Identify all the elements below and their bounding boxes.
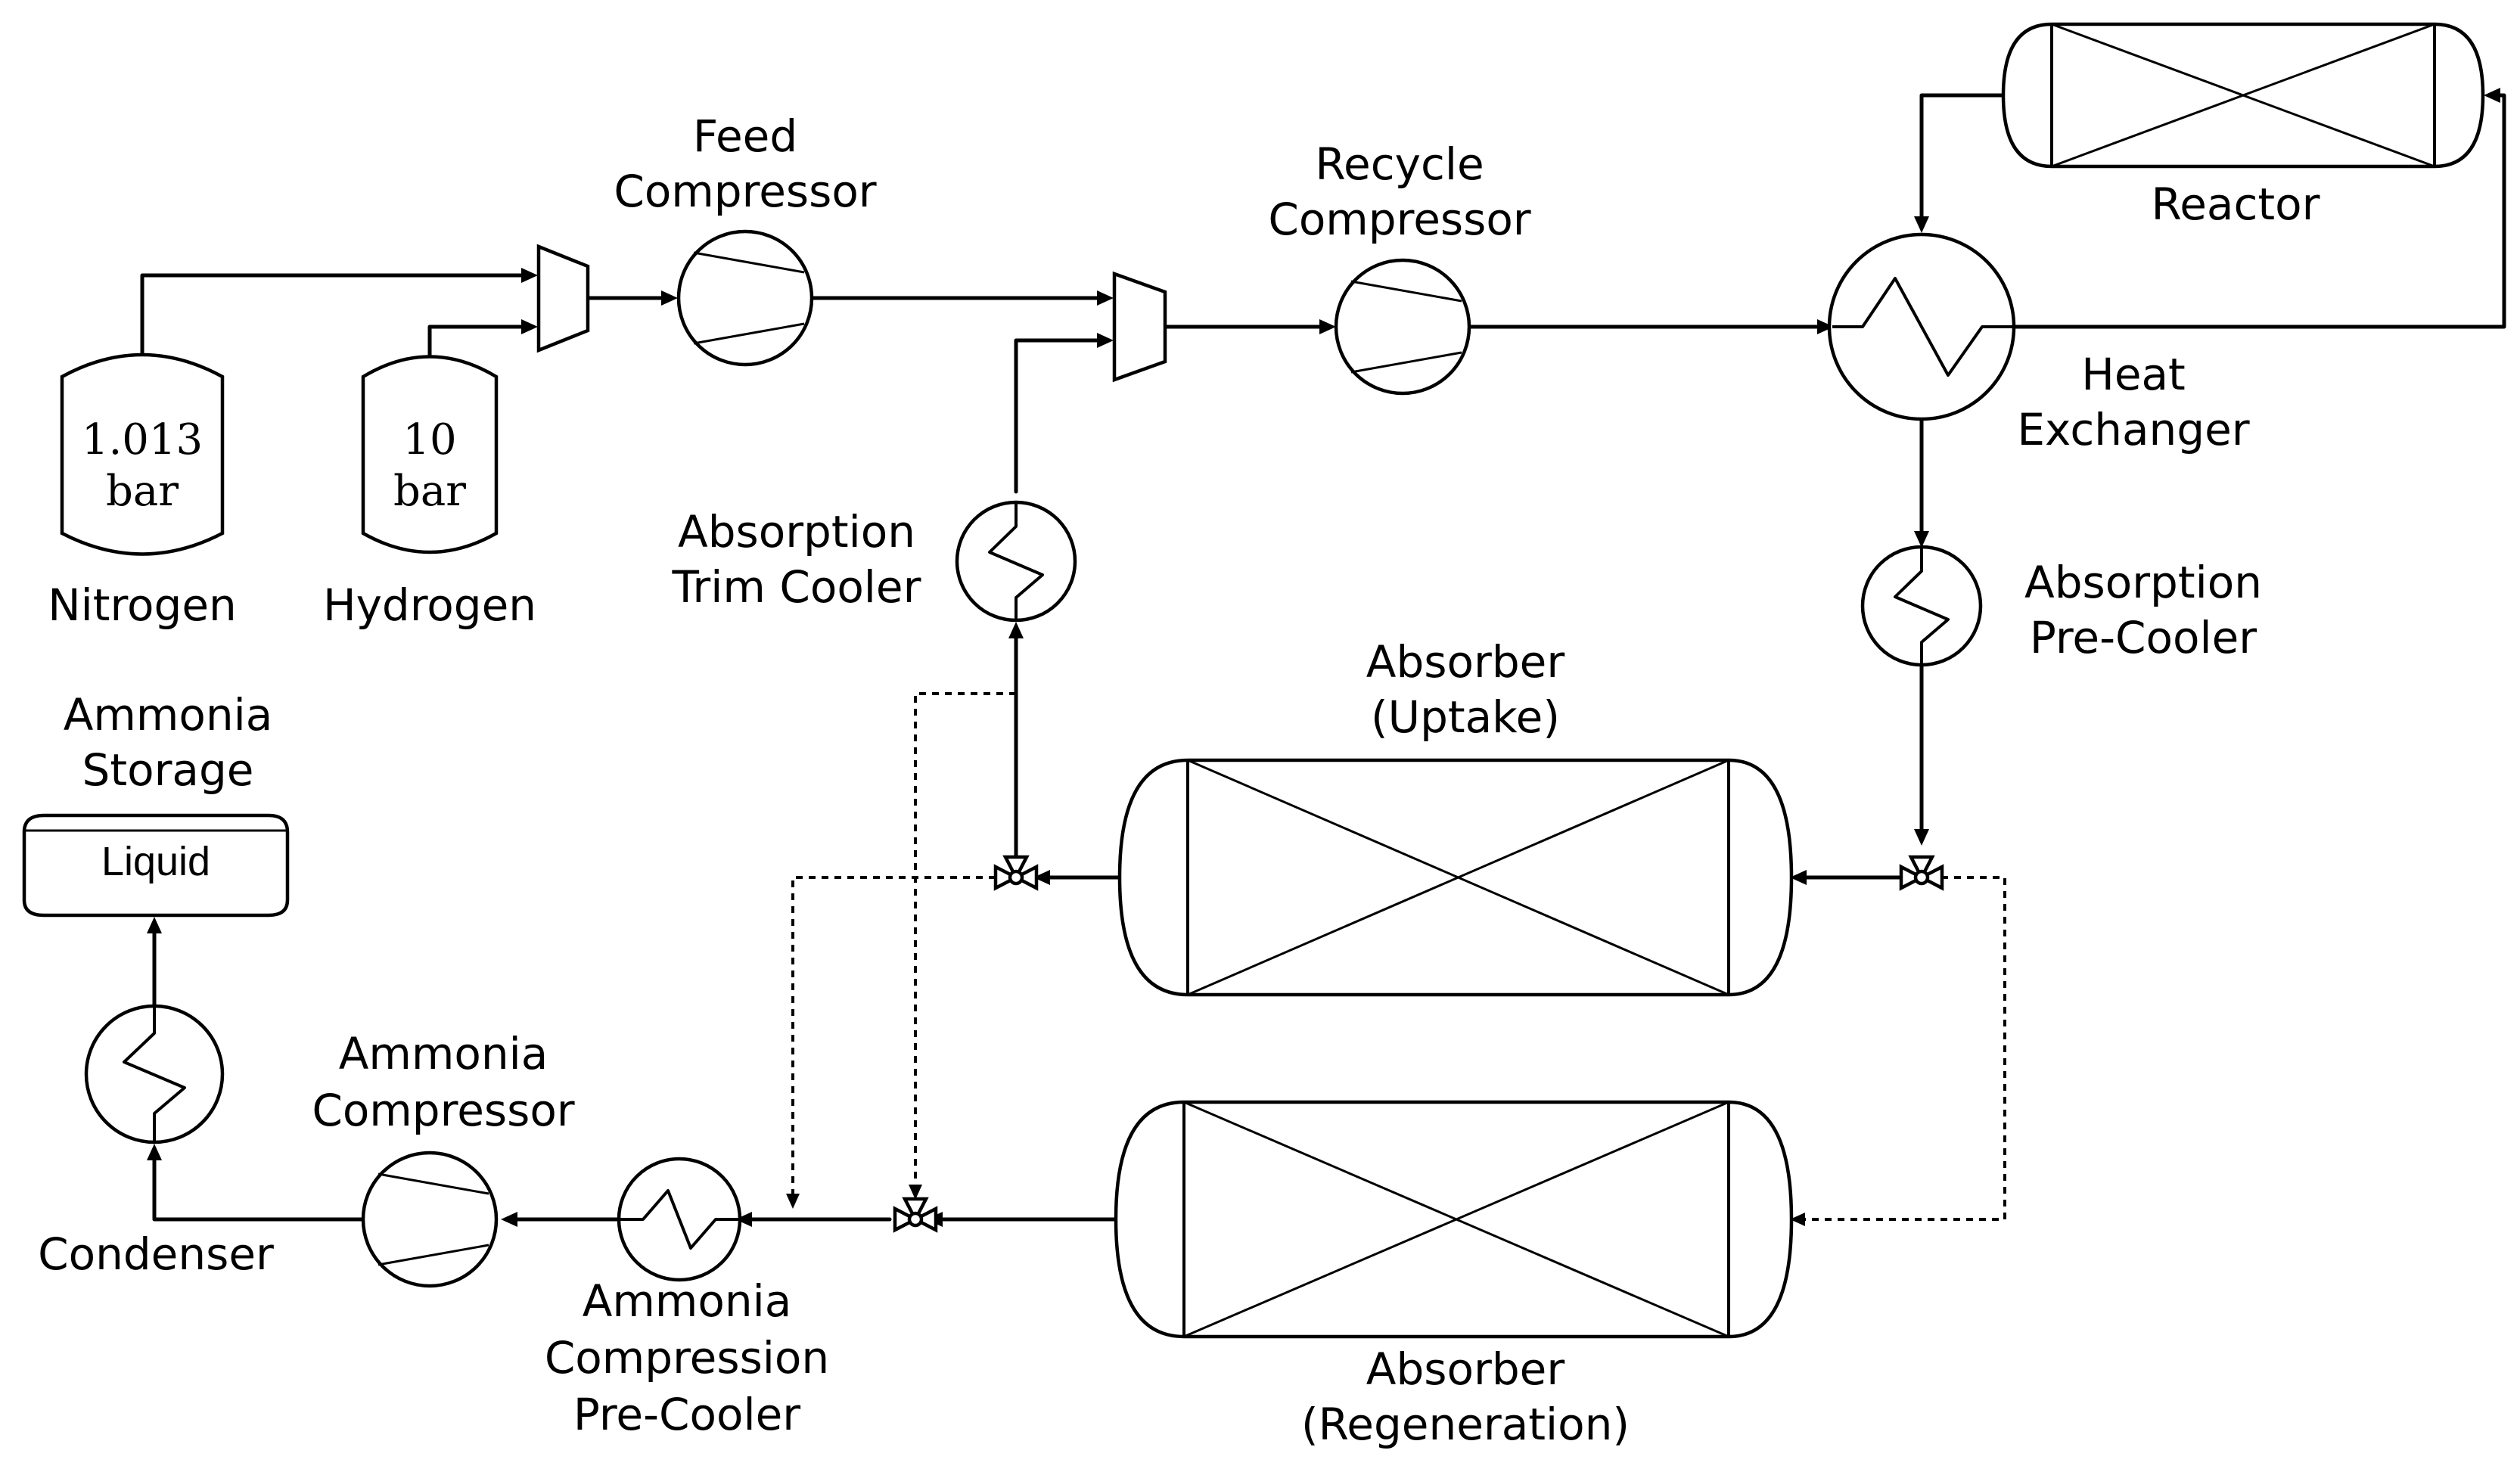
hydrogen-pressure-value: 10 bbox=[402, 415, 456, 464]
reactor-label: Reactor bbox=[2152, 179, 2320, 230]
recycle-compressor bbox=[1334, 258, 1471, 396]
feed-compressor bbox=[676, 229, 814, 367]
ammonia-compressor-label-2: Compressor bbox=[312, 1085, 574, 1136]
ammonia-compression-pre-cooler bbox=[617, 1157, 742, 1282]
absorber-regeneration-label-1: Absorber bbox=[1366, 1343, 1565, 1395]
uptake-inlet-valve bbox=[1899, 855, 1944, 891]
hydrogen-pressure-unit: bar bbox=[393, 467, 466, 516]
heat-exchanger-label-1: Heat bbox=[2081, 349, 2186, 400]
ammonia-compression-pre-cooler-label-3: Pre-Cooler bbox=[573, 1389, 800, 1440]
absorption-pre-cooler-label-1: Absorption bbox=[2024, 557, 2262, 608]
reactor-to-hx-line bbox=[1919, 93, 2006, 222]
condenser-label: Condenser bbox=[38, 1228, 274, 1280]
hydrogen-label: Hydrogen bbox=[323, 579, 536, 631]
ammonia-storage-tank: Liquid bbox=[22, 813, 290, 918]
ammonia-compression-pre-cooler-label-1: Ammonia bbox=[583, 1275, 792, 1327]
recycle-compressor-label-2: Compressor bbox=[1268, 194, 1530, 245]
control-signal-lines bbox=[786, 692, 2006, 1226]
uptake-outlet-valve bbox=[993, 855, 1039, 891]
absorber-uptake-label-2: (Uptake) bbox=[1371, 691, 1560, 743]
nitrogen-pressure-unit: bar bbox=[106, 467, 179, 516]
right-valve-signal-line bbox=[1802, 876, 2006, 1221]
feed-compressor-label-1: Feed bbox=[693, 110, 797, 162]
absorber-regeneration-label-2: (Regeneration) bbox=[1301, 1399, 1630, 1450]
ammonia-compression-pre-cooler-label-2: Compression bbox=[545, 1332, 829, 1383]
absorption-pre-cooler bbox=[1860, 545, 1983, 667]
absorption-trim-cooler-label-1: Absorption bbox=[678, 506, 915, 557]
heat-exchanger bbox=[1827, 232, 2016, 421]
ammonia-compressor bbox=[361, 1151, 499, 1288]
ammonia-compressor-to-condenser-line bbox=[152, 1155, 364, 1222]
nitrogen-feed-line bbox=[140, 273, 530, 358]
regeneration-outlet-valve bbox=[893, 1197, 938, 1233]
absorber-uptake-label-1: Absorber bbox=[1366, 636, 1565, 688]
condenser bbox=[84, 1004, 225, 1144]
heat-exchanger-label-2: Exchanger bbox=[2017, 404, 2249, 455]
equipment-labels: Feed Compressor Recycle Compressor React… bbox=[38, 110, 2320, 1450]
process-lines bbox=[140, 88, 2506, 1227]
absorption-pre-cooler-label-2: Pre-Cooler bbox=[2030, 612, 2257, 663]
feed-mixer bbox=[536, 244, 590, 353]
trim-cooler-branch-signal-line bbox=[914, 692, 1016, 1186]
recycle-compressor-label-1: Recycle bbox=[1315, 138, 1484, 190]
recycle-return-line bbox=[1014, 338, 1107, 494]
absorber-uptake bbox=[1117, 758, 1794, 997]
ammonia-storage-label-2: Storage bbox=[82, 744, 254, 796]
nitrogen-pressure-value: 1.013 bbox=[82, 415, 203, 464]
recycle-mixer bbox=[1112, 271, 1167, 383]
nitrogen-tank: 1.013 bar bbox=[60, 352, 225, 556]
nitrogen-label: Nitrogen bbox=[48, 579, 237, 631]
ammonia-compressor-label-1: Ammonia bbox=[339, 1028, 548, 1079]
hydrogen-tank: 10 bar bbox=[361, 355, 499, 554]
absorption-trim-cooler bbox=[955, 500, 1077, 623]
absorber-regeneration bbox=[1114, 1100, 1794, 1339]
reactor bbox=[2001, 22, 2485, 169]
hydrogen-feed-line bbox=[427, 325, 530, 358]
storage-phase-label: Liquid bbox=[101, 839, 210, 884]
ammonia-storage-label-1: Ammonia bbox=[64, 689, 273, 741]
feed-compressor-label-2: Compressor bbox=[614, 166, 876, 217]
absorption-trim-cooler-label-2: Trim Cooler bbox=[672, 561, 921, 613]
left-valve-signal-line bbox=[791, 876, 996, 1195]
